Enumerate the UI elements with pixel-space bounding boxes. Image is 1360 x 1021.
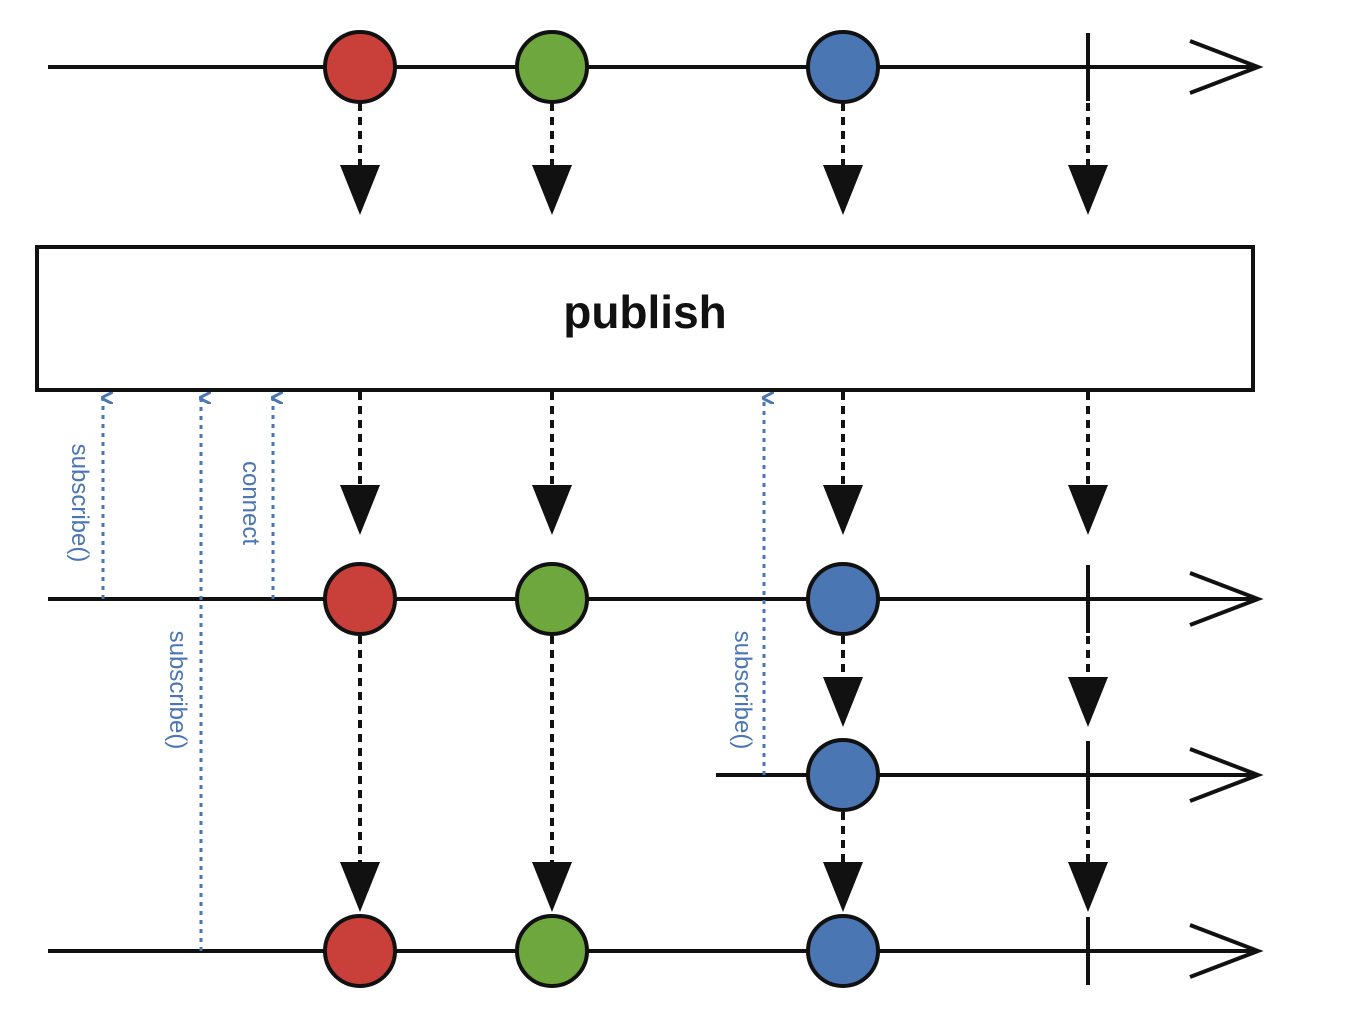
early-subscriber-marble-blue bbox=[806, 914, 880, 988]
operator-box: publish bbox=[35, 245, 1255, 392]
operator-to-output-arrow-green-head bbox=[532, 485, 572, 535]
operator-to-output-arrow-red-head bbox=[340, 485, 380, 535]
source-to-operator-arrow-green-head bbox=[532, 165, 572, 215]
published-timeline-arrowhead bbox=[1189, 571, 1264, 627]
published-to-early-subscriber-arrow-green-head bbox=[532, 862, 572, 912]
source-to-operator-arrow-red-head bbox=[340, 165, 380, 215]
operator-label: publish bbox=[563, 286, 727, 338]
source-marble-red bbox=[323, 30, 397, 104]
subscribe-label-2: subscribe() bbox=[164, 631, 191, 750]
published-to-early-subscriber-arrow-red-head bbox=[340, 862, 380, 912]
source-marble-blue bbox=[806, 30, 880, 104]
late-to-early-subscriber-arrow-end-head bbox=[1068, 862, 1108, 912]
subscription-calls-layer bbox=[103, 398, 764, 951]
connect-label: connect bbox=[237, 461, 264, 545]
marbles-layer bbox=[323, 30, 880, 988]
early-subscriber-marble-green bbox=[515, 914, 589, 988]
early-subscriber-marble-red bbox=[323, 914, 397, 988]
late-to-early-subscriber-arrow-blue-head bbox=[823, 862, 863, 912]
timeline-layer bbox=[48, 33, 1264, 985]
source-marble-green bbox=[515, 30, 589, 104]
operator-to-output-arrow-blue-head bbox=[823, 485, 863, 535]
operator-box-frame bbox=[35, 245, 1255, 392]
published-marble-blue bbox=[806, 562, 880, 636]
published-marble-green bbox=[515, 562, 589, 636]
published-to-late-subscriber-arrow-blue-head bbox=[823, 677, 863, 727]
late-subscriber-timeline-arrowhead bbox=[1189, 747, 1264, 803]
subscribe-label-1: subscribe() bbox=[66, 444, 93, 563]
published-marble-red bbox=[323, 562, 397, 636]
source-timeline-arrowhead bbox=[1189, 39, 1264, 95]
operator-to-output-arrow-end-head bbox=[1068, 485, 1108, 535]
published-to-late-subscriber-arrow-end-head bbox=[1068, 677, 1108, 727]
source-to-operator-arrow-blue-head bbox=[823, 165, 863, 215]
emission-arrows-layer bbox=[340, 103, 1108, 912]
early-subscriber-timeline-arrowhead bbox=[1189, 923, 1264, 979]
source-to-operator-arrow-end-head bbox=[1068, 165, 1108, 215]
late-subscriber-marble-blue bbox=[806, 738, 880, 812]
subscribe-label-3: subscribe() bbox=[729, 631, 756, 750]
